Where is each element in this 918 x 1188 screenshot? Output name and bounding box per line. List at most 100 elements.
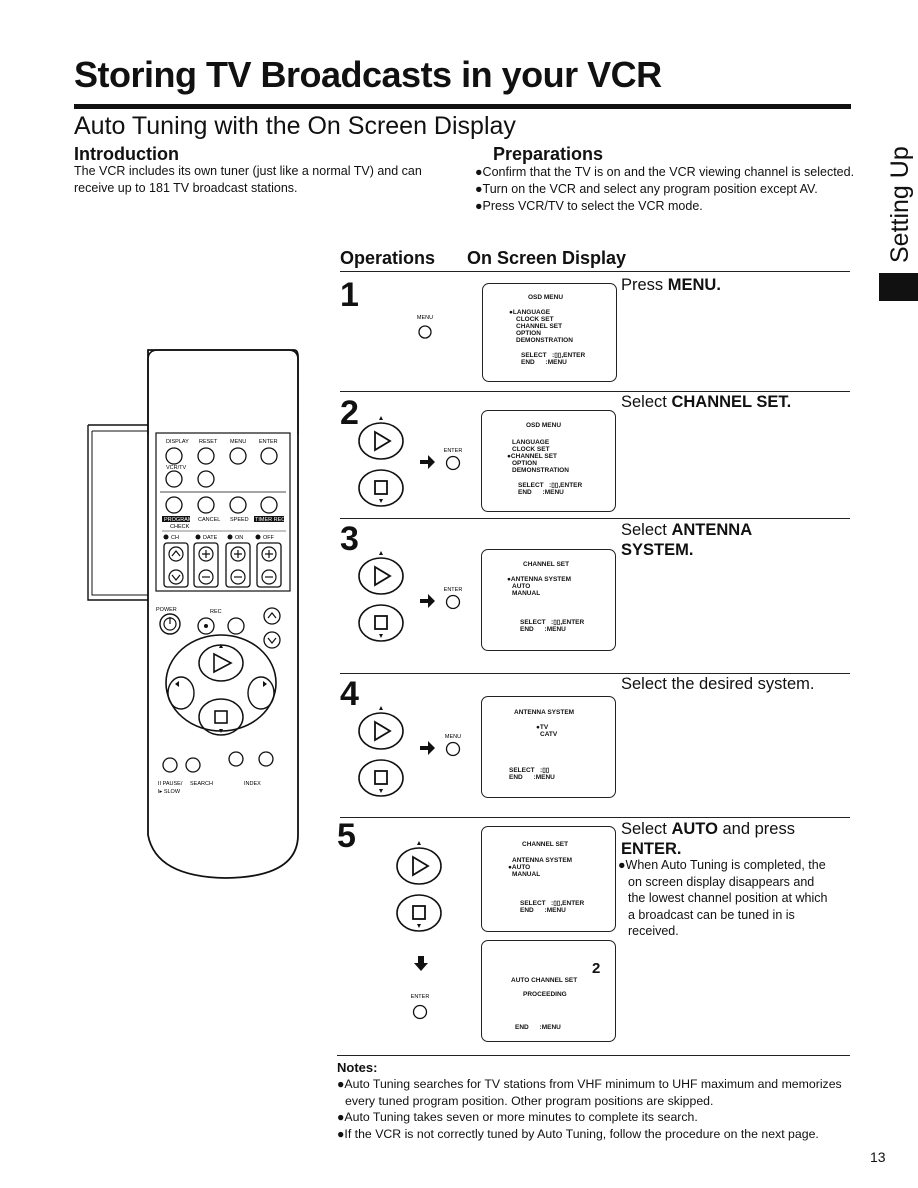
osd-line: CHANNEL SET: [523, 561, 570, 568]
page-title: Storing TV Broadcasts in your VCR: [74, 54, 662, 95]
vcrtv-button: [165, 470, 183, 488]
desc-bold: ENTER.: [621, 840, 682, 858]
osd-line: OPTION: [516, 330, 541, 337]
label-enter: ENTER: [259, 439, 278, 445]
osd-heading: On Screen Display: [467, 248, 627, 268]
power-button: [159, 613, 181, 635]
osd-line: END :MENU: [520, 907, 566, 914]
menu-button-icon: MENU: [417, 315, 433, 339]
step-description: Select the desired system.: [621, 675, 815, 693]
osd-screen: OSD MENU ●LANGUAGE CLOCK SET CHANNEL SET…: [482, 283, 617, 382]
desc-text: and press: [717, 820, 795, 838]
osd-line: SELECT :▯▯: [509, 767, 550, 774]
step-number: 2: [340, 394, 359, 432]
osd-line: MANUAL: [512, 590, 541, 597]
rec-button: [197, 617, 215, 635]
page-number: 13: [870, 1149, 886, 1165]
osd-line: ANTENNA SYSTEM: [512, 857, 573, 864]
step-bullet: ●When Auto Tuning is completed, the on s…: [618, 857, 833, 940]
step-description: Select ANTENNA SYSTEM.: [621, 520, 752, 560]
operations-heading: Operations: [340, 248, 436, 268]
preparations-list: ●Confirm that the TV is on and the VCR v…: [475, 164, 855, 215]
note-item: ●Auto Tuning takes seven or more minutes…: [337, 1110, 698, 1124]
title-rule: [74, 104, 851, 109]
button-label: MENU: [417, 315, 433, 321]
desc-bold: SYSTEM.: [621, 541, 694, 559]
enter-button-icon: ENTER: [420, 587, 463, 610]
osd-line: LANGUAGE: [512, 439, 550, 446]
divider: [337, 1055, 850, 1056]
osd-line: MANUAL: [512, 871, 541, 878]
label-index: INDEX: [244, 781, 261, 787]
osd-screen: ANTENNA SYSTEM ●TV CATV SELECT :▯▯ END :…: [481, 696, 616, 798]
step-number: 1: [340, 276, 359, 314]
cursor-pad-icon: [396, 841, 442, 932]
remote-control-illustration: DISPLAY RESET MENU ENTER VCR/TV PROGRAM …: [87, 349, 299, 879]
step-description: Select AUTO and press ENTER.: [621, 819, 795, 859]
pause-button: [162, 757, 178, 773]
note-item: ●If the VCR is not correctly tuned by Au…: [337, 1126, 819, 1141]
section-subtitle: Auto Tuning with the On Screen Display: [74, 112, 516, 140]
divider: [340, 518, 850, 519]
introduction-text: The VCR includes its own tuner (just lik…: [74, 164, 422, 195]
osd-screen: CHANNEL SET ANTENNA SYSTEM ●AUTO MANUAL …: [481, 826, 616, 932]
osd-line: SELECT :▯▯,ENTER: [518, 482, 583, 489]
osd-line: OSD MENU: [526, 422, 562, 429]
label-cancel: CANCEL: [198, 517, 220, 523]
desc-bold: AUTO: [671, 820, 718, 838]
button-label: ENTER: [444, 448, 463, 454]
label-vcrtv: VCR/TV: [166, 465, 187, 471]
desc-bold: CHANNEL SET.: [671, 393, 792, 411]
osd-screen: CHANNEL SET ●ANTENNA SYSTEM AUTO MANUAL …: [481, 549, 616, 651]
flip-cover: [87, 424, 148, 601]
osd-line: OPTION: [512, 460, 537, 467]
preparations-heading: Preparations: [493, 144, 604, 164]
note-item: ●Auto Tuning searches for TV stations fr…: [337, 1077, 842, 1108]
label-on: ON: [235, 535, 243, 541]
osd-line: AUTO: [512, 583, 531, 590]
preparation-item: ●Confirm that the TV is on and the VCR v…: [475, 165, 855, 179]
label-slow: I▸ SLOW: [158, 789, 181, 795]
bullet-text: ●When Auto Tuning is completed, the on s…: [618, 858, 828, 938]
step-description: Select CHANNEL SET.: [621, 393, 791, 412]
side-section-label: Setting Up: [886, 146, 914, 263]
button-label: ENTER: [411, 994, 430, 1000]
notes-heading: Notes:: [337, 1060, 378, 1075]
osd-screen-progress: 2 AUTO CHANNEL SET PROCEEDING END :MENU: [481, 940, 616, 1042]
cursor-pad-icon: [358, 706, 404, 797]
divider: [340, 673, 850, 674]
divider: [340, 817, 850, 818]
enter-button-icon: ENTER: [420, 448, 463, 471]
label-pause: II PAUSE/: [158, 781, 183, 787]
introduction-heading: Introduction: [74, 144, 179, 164]
remote-body: [147, 349, 299, 879]
label-speed: SPEED: [230, 517, 249, 523]
preparation-item: ●Turn on the VCR and select any program …: [475, 182, 818, 196]
menu-button: [229, 447, 247, 465]
search-button: [185, 757, 201, 773]
desc-text: Select: [621, 820, 672, 838]
osd-line: OSD MENU: [528, 294, 564, 301]
osd-screen: OSD MENU LANGUAGE CLOCK SET ●CHANNEL SET…: [481, 410, 616, 512]
step-number: 4: [340, 675, 359, 713]
enter-button-icon: ENTER: [411, 994, 430, 1020]
osd-line: ●AUTO: [508, 864, 531, 871]
reset-button: [197, 447, 215, 465]
enter-button: [260, 447, 278, 465]
step-number: 3: [340, 520, 359, 558]
osd-line: PROCEEDING: [523, 991, 567, 998]
display-button: [165, 447, 183, 465]
osd-line: DEMONSTRATION: [512, 467, 569, 474]
osd-line: ●ANTENNA SYSTEM: [507, 576, 571, 583]
divider: [340, 271, 850, 272]
down-arrow-icon: [414, 956, 428, 971]
osd-line: CLOCK SET: [516, 316, 554, 323]
label-rec: REC: [210, 609, 222, 615]
menu-button-icon: MENU: [420, 734, 461, 757]
cursor-pad-icon: [358, 551, 404, 642]
osd-line: CLOCK SET: [512, 446, 550, 453]
button-label: ENTER: [444, 587, 463, 593]
osd-line: ANTENNA SYSTEM: [514, 709, 575, 716]
osd-line: END :MENU: [518, 489, 564, 496]
label-check: CHECK: [170, 524, 190, 530]
